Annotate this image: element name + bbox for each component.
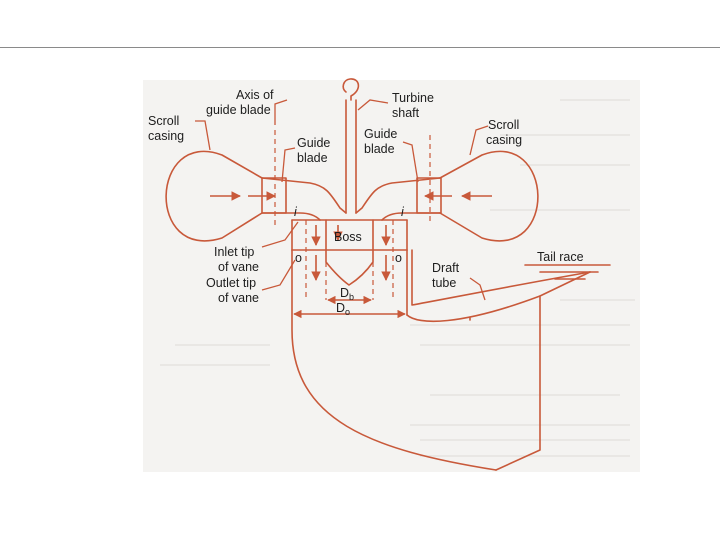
label-turbine-shaft-1: Turbine bbox=[392, 91, 434, 105]
flow-arrows bbox=[210, 191, 492, 281]
label-outlet-tip-1: Outlet tip bbox=[206, 276, 256, 290]
label-outlet-tip-2: of vane bbox=[218, 291, 259, 305]
draft-tube-right-outer bbox=[411, 249, 591, 306]
right-passage-top bbox=[355, 177, 441, 214]
label-outlet-mark-right: o bbox=[395, 251, 402, 265]
label-inlet-mark-right: i bbox=[401, 205, 405, 219]
label-db-main: D bbox=[340, 286, 349, 300]
top-rule bbox=[0, 47, 720, 48]
label-tail-race: Tail race bbox=[537, 250, 584, 264]
draft-tube-end bbox=[495, 271, 591, 471]
label-axis-guide-2: guide blade bbox=[206, 103, 271, 117]
label-db-sub: b bbox=[349, 292, 354, 302]
turbine-shaft bbox=[345, 99, 357, 214]
label-inlet-tip-1: Inlet tip bbox=[214, 245, 254, 259]
draft-tube-left bbox=[291, 249, 497, 471]
figure-panel bbox=[143, 80, 640, 472]
label-axis-guide-1: Axis of bbox=[236, 88, 274, 102]
scroll-casing-left bbox=[165, 150, 263, 242]
label-draft-tube-2: tube bbox=[432, 276, 456, 290]
label-outlet-mark-left: o bbox=[295, 251, 302, 265]
label-boss: Boss bbox=[334, 230, 362, 244]
label-guide-blade-left-2: blade bbox=[297, 151, 328, 165]
label-db: Db bbox=[340, 286, 354, 302]
label-guide-blade-right-2: blade bbox=[364, 142, 395, 156]
label-inlet-tip-2: of vane bbox=[218, 260, 259, 274]
shaft-hook bbox=[342, 78, 360, 101]
labels: Scroll casing Axis of guide blade Turbin… bbox=[148, 88, 584, 317]
label-scroll-casing-right-2: casing bbox=[486, 133, 522, 147]
label-draft-tube-1: Draft bbox=[432, 261, 460, 275]
left-passage-bottom bbox=[261, 212, 321, 221]
scroll-casing-right bbox=[439, 150, 539, 242]
label-inlet-mark-left: i bbox=[294, 205, 298, 219]
dashed-lines bbox=[274, 130, 431, 300]
label-guide-blade-right-1: Guide bbox=[364, 127, 397, 141]
leader-lines bbox=[195, 99, 489, 301]
label-scroll-casing-right-1: Scroll bbox=[488, 118, 519, 132]
dimension-lines bbox=[293, 295, 406, 319]
label-do-main: D bbox=[336, 301, 345, 315]
boss-outline bbox=[325, 219, 374, 286]
label-guide-blade-left-1: Guide bbox=[297, 136, 330, 150]
label-scroll-casing-left-2: casing bbox=[148, 129, 184, 143]
label-scroll-casing-left-1: Scroll bbox=[148, 114, 179, 128]
draft-tube-lip bbox=[406, 295, 541, 323]
left-passage-top bbox=[261, 177, 347, 214]
label-do-sub: o bbox=[345, 307, 350, 317]
label-do: Do bbox=[336, 301, 350, 317]
label-turbine-shaft-2: shaft bbox=[392, 106, 420, 120]
right-passage-bottom bbox=[381, 212, 441, 221]
